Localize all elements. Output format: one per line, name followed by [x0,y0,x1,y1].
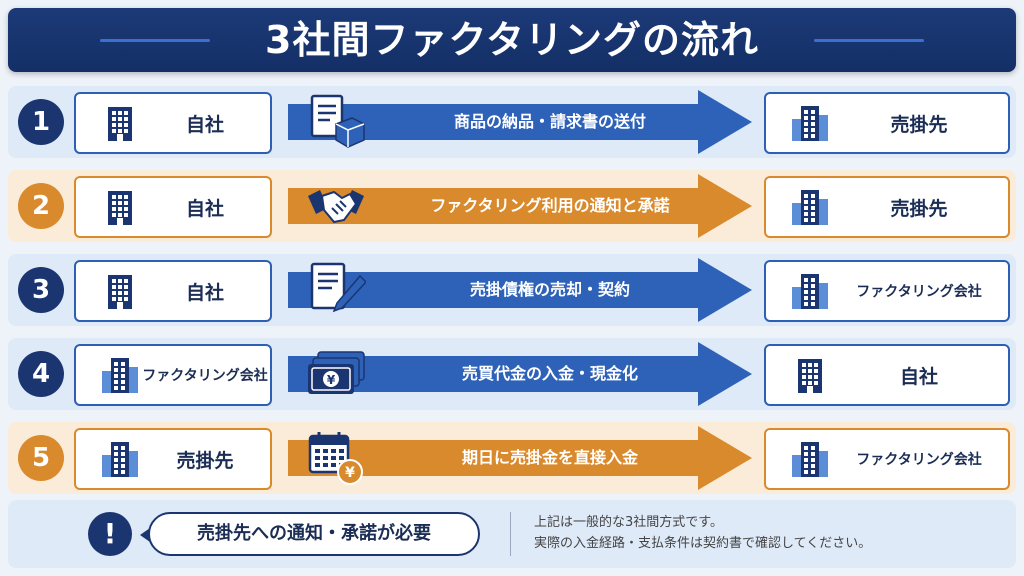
to-party: 売掛先 [764,92,1010,154]
to-party: ファクタリング会社 [764,260,1010,322]
from-party: ファクタリング会社 [74,344,272,406]
page-title: 3社間ファクタリングの流れ [265,18,759,62]
to-party: 売掛先 [764,176,1010,238]
svg-text:¥: ¥ [327,373,336,387]
yen-banknotes-icon: ¥ [306,346,366,402]
svg-text:¥: ¥ [345,465,355,481]
step-number: 1 [18,99,64,145]
to-party-label: ファクタリング会社 [856,452,982,468]
flow-action-label: 売買代金の入金・現金化 [461,364,638,383]
from-party-label: 売掛先 [176,449,234,472]
flow-action-label: 期日に売掛金を直接入金 [461,448,638,467]
step-number: 3 [18,267,64,313]
buildings-icon [100,355,140,395]
flow-step-1: 1 自社 商品の納品・請求書の送付 売掛先 [8,86,1016,158]
footer-note: 上記は一般的な3社間方式です。 実際の入金経路・支払条件は契約書で確認してくださ… [534,512,1004,554]
from-party: 自社 [74,260,272,322]
from-party: 売掛先 [74,428,272,490]
from-party-label: 自社 [185,197,224,220]
building-icon [100,103,140,143]
handshake-icon [306,178,366,234]
flow-arrow: 商品の納品・請求書の送付 [280,90,754,154]
from-party-label: ファクタリング会社 [142,368,268,384]
flow-arrow: ¥ 売買代金の入金・現金化 [280,342,754,406]
from-party-label: 自社 [185,281,224,304]
note-line-2: 実際の入金経路・支払条件は契約書で確認してください。 [534,536,872,551]
buildings-icon [790,271,830,311]
building-icon [100,271,140,311]
flow-arrow: 売掛債権の売却・契約 [280,258,754,322]
step-number: 4 [18,351,64,397]
from-party-label: 自社 [185,113,224,136]
flow-arrow: ¥ 期日に売掛金を直接入金 [280,426,754,490]
building-icon [790,355,830,395]
buildings-icon [790,103,830,143]
to-party: ファクタリング会社 [764,428,1010,490]
building-icon [100,187,140,227]
buildings-icon [790,439,830,479]
buildings-icon [790,187,830,227]
flow-step-2: 2 自社 ファクタリング利用の通知と承諾 売掛先 [8,170,1016,242]
title-decoration-left [100,39,210,42]
buildings-icon [100,439,140,479]
step-number: 5 [18,435,64,481]
exclamation-icon: ! [88,512,132,556]
to-party: 自社 [764,344,1010,406]
step-number: 2 [18,183,64,229]
contract-pen-icon [306,262,366,318]
footer-panel: ! 売掛先への通知・承諾が必要 上記は一般的な3社間方式です。 実際の入金経路・… [8,500,1016,568]
callout-bubble: 売掛先への通知・承諾が必要 [140,512,480,556]
flow-step-4: 4 ファクタリング会社 ¥ 売買代金の入金・現金化 自社 [8,338,1016,410]
flow-arrow: ファクタリング利用の通知と承諾 [280,174,754,238]
note-line-1: 上記は一般的な3社間方式です。 [534,515,723,530]
flow-action-label: 商品の納品・請求書の送付 [453,112,646,131]
flow-action-label: 売掛債権の売却・契約 [469,280,630,299]
from-party: 自社 [74,92,272,154]
to-party-label: 売掛先 [890,113,948,136]
flow-step-5: 5 売掛先 ¥ 期日に売掛金を直接入金 ファクタリング会社 [8,422,1016,494]
invoice-package-icon [306,94,366,150]
to-party-label: ファクタリング会社 [856,284,982,300]
divider [510,512,511,556]
to-party-label: 自社 [899,365,938,388]
flow-step-3: 3 自社 売掛債権の売却・契約 ファクタリング会社 [8,254,1016,326]
from-party: 自社 [74,176,272,238]
to-party-label: 売掛先 [890,197,948,220]
title-decoration-right [814,39,924,42]
flow-action-label: ファクタリング利用の通知と承諾 [430,196,670,215]
title-bar: 3社間ファクタリングの流れ [8,8,1016,72]
calendar-yen-icon: ¥ [306,430,366,486]
